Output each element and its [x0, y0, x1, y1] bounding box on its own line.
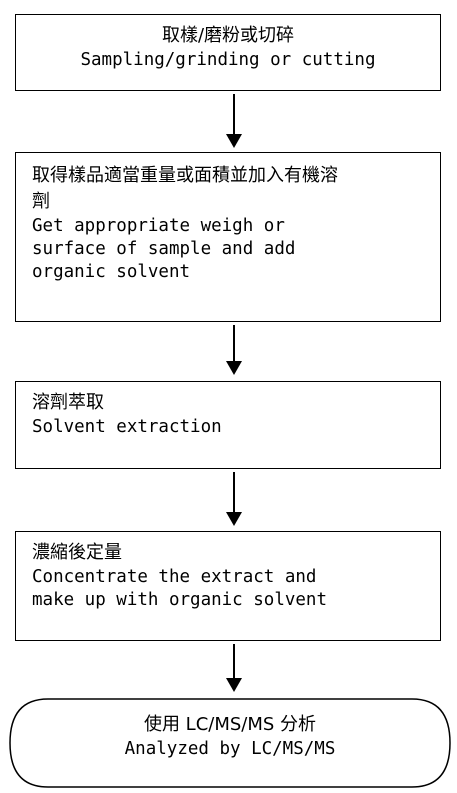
step-2-en-line-2: surface of sample and add	[32, 239, 296, 259]
step-3-zh: 溶劑萃取	[32, 392, 104, 413]
step-2-zh-line-2: 劑	[32, 191, 50, 212]
final-terminal-shape	[9, 698, 451, 788]
step-4-en-line-1: Concentrate the extract and	[32, 567, 317, 587]
step-2-zh-line-1: 取得樣品適當重量或面積並加入有機溶	[32, 165, 338, 186]
final-en: Analyzed by LC/MS/MS	[124, 739, 336, 759]
final-zh: 使用 LC/MS/MS 分析	[143, 714, 317, 735]
step-3-box: 溶劑萃取 Solvent extraction	[15, 381, 441, 469]
step-2-en-line-3: organic solvent	[32, 262, 191, 282]
step-2-en-line-1: Get appropriate weigh or	[32, 216, 285, 236]
step-1-box: 取樣/磨粉或切碎 Sampling/grinding or cutting	[15, 14, 441, 91]
step-3-en: Solvent extraction	[32, 417, 222, 437]
step-2-box: 取得樣品適當重量或面積並加入有機溶 劑 Get appropriate weig…	[15, 152, 441, 322]
step-4-box: 濃縮後定量 Concentrate the extract and make u…	[15, 531, 441, 641]
final-step: 使用 LC/MS/MS 分析 Analyzed by LC/MS/MS	[8, 712, 452, 761]
step-4-en-line-2: make up with organic solvent	[32, 590, 328, 610]
step-1-zh: 取樣/磨粉或切碎	[161, 25, 295, 46]
step-1-en: Sampling/grinding or cutting	[80, 50, 376, 70]
step-4-zh: 濃縮後定量	[32, 542, 122, 563]
